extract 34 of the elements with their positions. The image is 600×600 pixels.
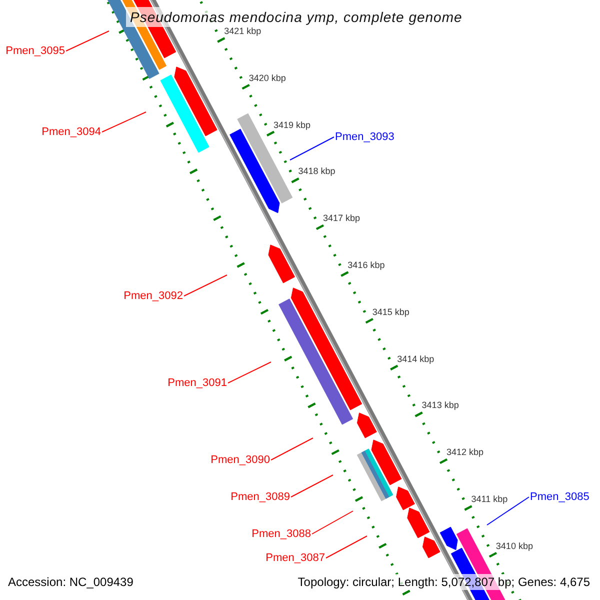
position-label: 3416 kbp xyxy=(348,260,385,271)
position-label: 3419 kbp xyxy=(274,120,311,131)
position-label: 3412 kbp xyxy=(446,447,484,458)
position-label: 3421 kbp xyxy=(224,26,262,37)
gene-label: Pmen_3091 xyxy=(168,376,227,390)
leader-line xyxy=(312,510,354,534)
position-label: 3411 kbp xyxy=(471,494,508,505)
leader-line xyxy=(66,30,110,52)
leader-line xyxy=(290,474,334,498)
position-label: 3414 kbp xyxy=(397,354,434,365)
position-label: 3417 kbp xyxy=(322,213,360,224)
leader-line xyxy=(184,274,228,296)
leader-line xyxy=(486,496,530,526)
position-label: 3420 kbp xyxy=(248,72,286,84)
gene-label: Pmen_3092 xyxy=(124,289,183,303)
leader-line xyxy=(228,362,272,384)
gene-label: Pmen_3090 xyxy=(210,453,270,467)
position-label: 3418 kbp xyxy=(298,166,336,178)
gene-label: Pmen_3094 xyxy=(42,125,101,139)
leader-line xyxy=(290,136,334,160)
position-label: 3410 kbp xyxy=(496,540,533,552)
gene-label: Pmen_3085 xyxy=(530,490,590,504)
position-label: 3415 kbp xyxy=(372,306,410,318)
accession-text: Accession: NC_009439 xyxy=(8,574,134,590)
gene-label: Pmen_3095 xyxy=(6,44,65,58)
gene-label: Pmen_3088 xyxy=(252,527,311,541)
genome-summary: Topology: circular; Length: 5,072,807 bp; Genes: 4,675 xyxy=(296,574,592,590)
gene-label: Pmen_3087 xyxy=(266,551,325,565)
leader-line xyxy=(102,112,146,132)
gene-label: Pmen_3089 xyxy=(230,490,290,504)
gene-label: Pmen_3093 xyxy=(335,130,394,144)
leader-line xyxy=(326,536,368,558)
position-label: 3413 kbp xyxy=(422,400,459,412)
leader-line xyxy=(270,438,314,460)
